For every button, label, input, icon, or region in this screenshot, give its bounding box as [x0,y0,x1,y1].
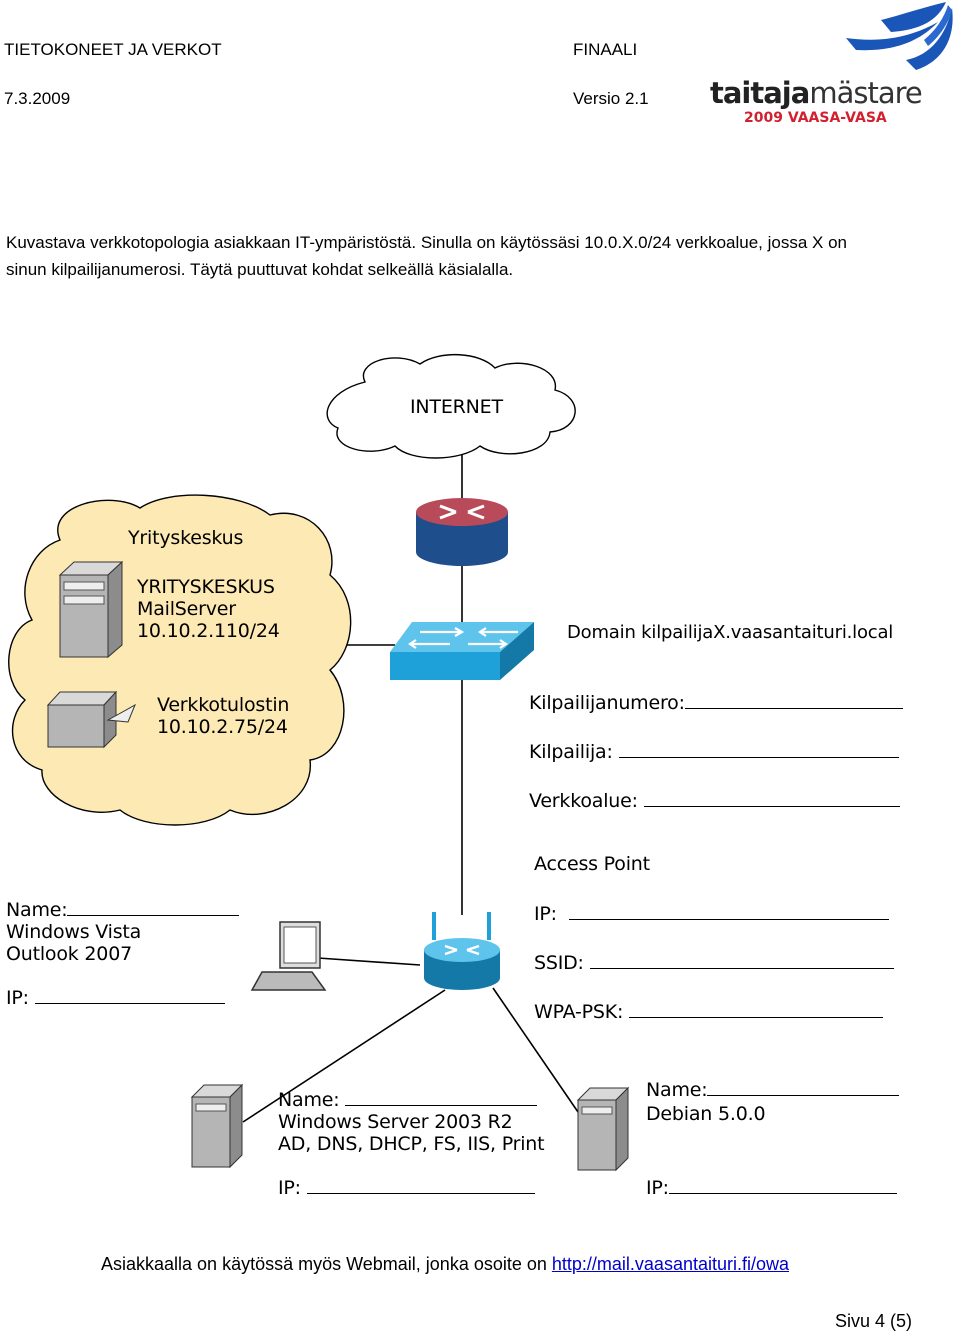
laptop-ip-field: IP: [6,987,225,1009]
win-server-ip-blank [306,1179,535,1194]
mail-server-line-1: YRITYSKESKUS [137,576,275,598]
ap-ssid-blank [589,954,894,969]
network-field: Verkkoalue: [529,790,900,812]
domain-label: Domain kilpailijaX.vaasantaituri.local [567,622,894,643]
switch-icon [390,622,534,680]
debian-ip-label: IP: [646,1177,669,1199]
ap-ip-field: IP: [534,903,889,925]
printer-label: Verkkotulostin 10.10.2.75/24 [157,694,289,738]
competitor-label: Kilpailija: [529,741,613,763]
network-blank [643,792,900,807]
laptop-name-label: Name: [6,899,68,921]
win-server-os: Windows Server 2003 R2 [278,1111,513,1133]
mail-server-label: YRITYSKESKUS MailServer 10.10.2.110/24 [137,576,280,642]
ap-wpa-label: WPA-PSK: [534,1001,624,1023]
debian-ip-field: IP: [646,1177,897,1199]
debian-server-icon [576,1086,630,1172]
laptop-icon [250,921,327,991]
win-server-name-blank [345,1091,538,1106]
ap-ssid-label: SSID: [534,952,584,974]
logo-swoosh-icon [846,2,953,70]
intro-line-2: sinun kilpailijanumerosi. Täytä puuttuva… [6,260,514,279]
date-label: 7.3.2009 [4,89,71,108]
hq-title: Yrityskeskus [128,527,244,549]
logo-text-b: mästare [809,76,922,110]
internet-label: INTERNET [410,396,503,418]
taitaja-logo: taitajamästare 2009 VAASA-VASA [706,0,956,130]
laptop-name-blank [67,901,240,916]
logo-subtitle: 2009 VAASA-VASA [744,110,887,126]
logo-text-a: taitaja [710,76,810,110]
win-server-ip-field: IP: [278,1177,535,1199]
ap-wpa-blank [629,1003,884,1018]
footer-text: Asiakkaalla on käytössä myös Webmail, jo… [101,1254,789,1275]
intro-line-1: Kuvastava verkkotopologia asiakkaan IT-y… [6,233,848,252]
mail-server-icon [58,560,124,659]
network-label: Verkkoalue: [529,790,638,812]
stage-label: FINAALI [573,40,638,59]
competitor-field: Kilpailija: [529,741,899,763]
win-server-label: Name: Windows Server 2003 R2 AD, DNS, DH… [278,1089,545,1155]
mail-server-line-3: 10.10.2.110/24 [137,620,280,642]
competitor-number-field: Kilpailijanumero: [529,692,903,714]
laptop-os: Windows Vista [6,921,142,943]
page-number: Sivu 4 (5) [834,1311,912,1331]
access-point-icon [424,912,500,990]
win-server-name-label: Name: [278,1089,340,1111]
debian-os: Debian 5.0.0 [646,1103,766,1125]
printer-icon [46,690,137,749]
printer-line-1: Verkkotulostin [157,694,290,716]
ap-ssid-field: SSID: [534,952,894,974]
competitor-blank [618,743,899,758]
access-point-title: Access Point [534,853,650,875]
ap-wpa-field: WPA-PSK: [534,1001,884,1023]
footer-sentence: Asiakkaalla on käytössä myös Webmail, jo… [101,1254,552,1274]
win-server-roles: AD, DNS, DHCP, FS, IIS, Print [278,1133,545,1155]
router-icon [416,498,508,566]
debian-name-label: Name: [646,1079,708,1101]
mail-server-line-2: MailServer [137,598,236,620]
course-title: TIETOKONEET JA VERKOT [4,40,222,59]
debian-name-blank [707,1081,900,1096]
printer-line-2: 10.10.2.75/24 [157,716,288,738]
ap-ip-label: IP: [534,903,557,925]
competitor-number-label: Kilpailijanumero: [529,692,685,714]
laptop-app: Outlook 2007 [6,943,132,965]
webmail-link[interactable]: http://mail.vaasantaituri.fi/owa [551,1254,790,1274]
laptop-ip-blank [34,989,225,1004]
intro-text: Kuvastava verkkotopologia asiakkaan IT-y… [6,229,946,283]
laptop-ip-label: IP: [6,987,29,1009]
win-server-ip-label: IP: [278,1177,301,1199]
windows-server-icon [190,1083,244,1169]
laptop-label: Name: Windows Vista Outlook 2007 [6,899,240,965]
internet-cloud-icon [326,354,576,459]
debian-label: Name: Debian 5.0.0 [646,1078,900,1126]
ap-ip-blank [568,905,889,920]
version-label: Versio 2.1 [573,89,649,108]
debian-ip-blank [668,1179,897,1194]
competitor-number-blank [684,694,903,709]
connection-lines [242,448,579,1123]
